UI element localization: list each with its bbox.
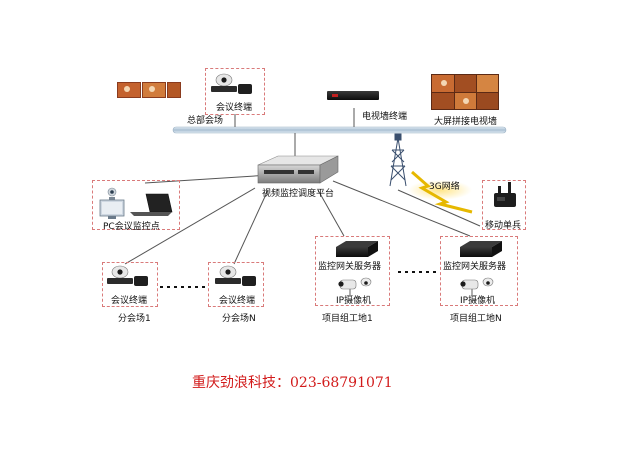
siten-frame	[440, 236, 518, 306]
branch1-terminal-label: 会议终端	[111, 296, 148, 306]
link-branch1	[124, 187, 256, 265]
walkie-talkie-icon	[494, 182, 516, 207]
branch1-frame	[102, 262, 158, 307]
platform-label: 视频监控调度平台	[262, 189, 335, 199]
connection-lines	[124, 108, 481, 265]
mobile-soldier-frame	[482, 180, 526, 230]
link-pc	[144, 174, 271, 184]
branch1-site-label: 分会场1	[118, 314, 151, 324]
site1-ip-camera-label: IP摄像机	[336, 296, 372, 306]
3g-lightning-icon	[408, 170, 473, 214]
big-screen-icon	[431, 74, 499, 110]
link-siten	[332, 180, 471, 237]
pc-monitor-icon	[99, 199, 125, 219]
backbone-bus	[172, 126, 507, 134]
pc-point-frame	[92, 180, 180, 230]
big-screen-label: 大屏拼接电视墙	[434, 117, 498, 127]
laptop-icon	[130, 193, 173, 216]
siten-gateway-server-icon	[460, 241, 502, 257]
hq-terminal-frame	[205, 68, 265, 115]
site1-frame	[315, 236, 390, 306]
platform-switch-icon	[257, 155, 339, 184]
pc-point-label: PC会议监控点	[103, 222, 160, 232]
branchn-frame	[208, 262, 264, 307]
siten-ip-camera-label: IP摄像机	[460, 296, 496, 306]
siten-label: 项目组工地N	[450, 314, 502, 324]
siten-gateway-label: 监控网关服务器	[443, 262, 507, 272]
site1-gateway-label: 监控网关服务器	[318, 262, 382, 272]
branchn-site-label: 分会场N	[222, 314, 256, 324]
branch1-conference-terminal-icon	[107, 265, 148, 286]
branchn-conference-terminal-icon	[215, 265, 256, 286]
link-site1	[317, 189, 345, 237]
site1-label: 项目组工地1	[322, 314, 373, 324]
siten-ip-camera-icon	[460, 277, 494, 295]
link-branchn	[233, 189, 269, 265]
site1-gateway-server-icon	[336, 241, 378, 257]
link-3g	[397, 189, 481, 227]
mobile-soldier-label: 移动单兵	[485, 221, 522, 231]
tower-icon	[389, 133, 407, 187]
tv-wall-terminal-icon	[327, 91, 379, 100]
company-contact-text: 重庆劲浪科技：023-68791071	[192, 375, 393, 391]
hq-terminal-label: 会议终端	[216, 103, 253, 113]
hq-site-label: 总部会场	[187, 116, 224, 126]
hq-video-screens-icon	[117, 82, 181, 98]
hq-conference-terminal-icon	[211, 73, 252, 94]
network-3g-label: 3G网络	[429, 182, 460, 192]
branchn-terminal-label: 会议终端	[219, 296, 256, 306]
site1-ip-camera-icon	[338, 277, 372, 295]
tv-wall-terminal-label: 电视墙终端	[362, 112, 408, 122]
pc-camera-icon	[107, 187, 117, 200]
